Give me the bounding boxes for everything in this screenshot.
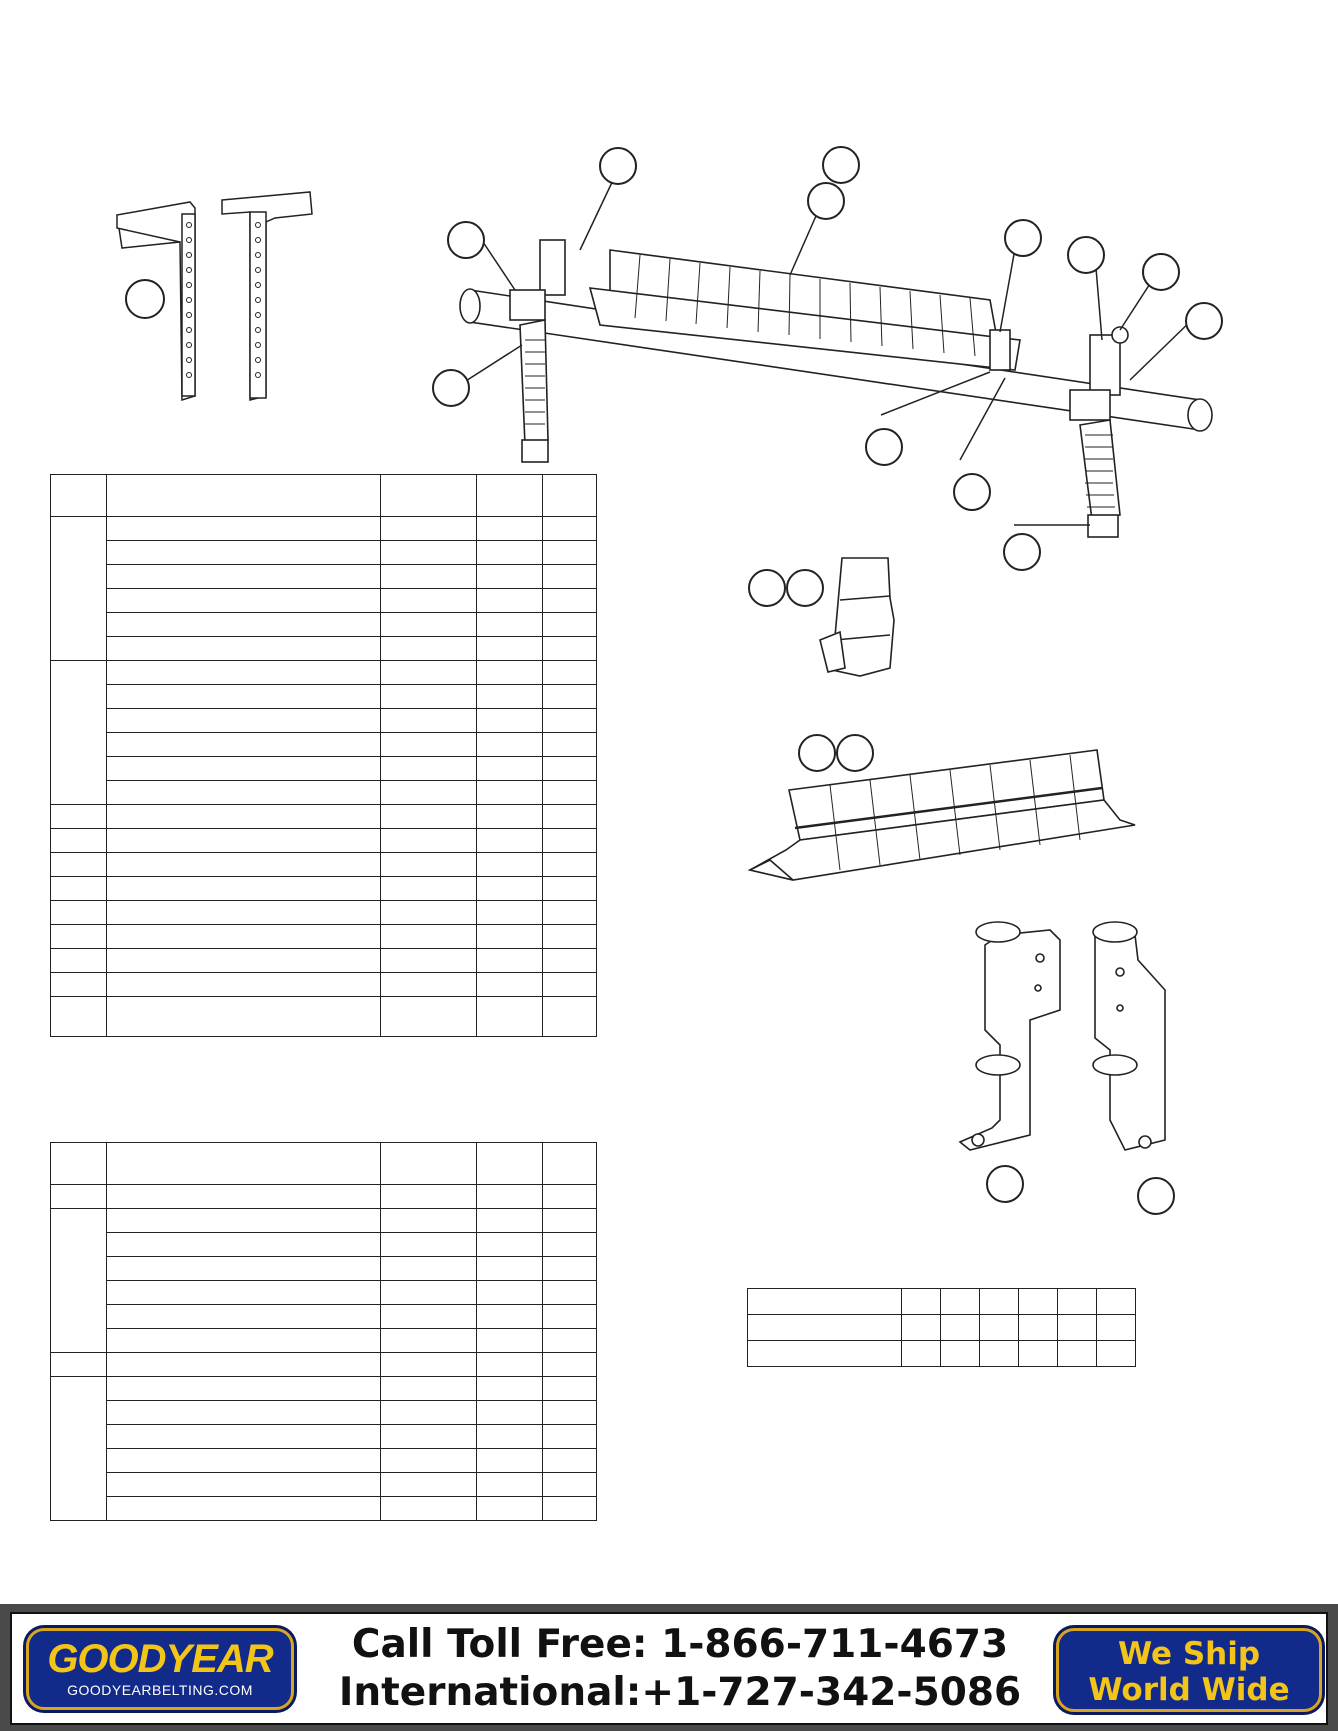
table-row — [747, 1314, 1136, 1341]
brand-name: GOODYEAR — [47, 1637, 273, 1681]
table-row — [747, 1340, 1136, 1367]
table-row — [50, 924, 597, 949]
table-row — [51, 756, 597, 781]
table-row — [50, 900, 597, 925]
table-row — [51, 780, 597, 805]
brand-url: GOODYEARBELTING.COM — [67, 1682, 253, 1698]
ship-line-1: We Ship — [1117, 1636, 1261, 1672]
callout-group-cartridge — [798, 734, 874, 772]
table-row — [51, 1280, 597, 1305]
table-row — [50, 852, 597, 877]
parts-table-1 — [50, 474, 597, 1037]
table-row — [51, 684, 597, 709]
table-row — [51, 636, 597, 661]
table-row — [51, 1232, 597, 1257]
table-row — [50, 948, 597, 973]
table-row — [51, 588, 597, 613]
international-phone[interactable]: International:+1-727-342-5086 — [338, 1670, 1022, 1715]
spec-table — [747, 1288, 1136, 1367]
table-row — [51, 1448, 597, 1473]
callout-group-assembly — [432, 146, 1223, 571]
table-row — [50, 516, 597, 661]
callout-group-tensioner — [986, 1165, 1175, 1215]
table-row — [51, 1304, 597, 1329]
table-row — [50, 1208, 597, 1353]
footer-banner: GOODYEAR GOODYEARBELTING.COM Call Toll F… — [0, 1604, 1338, 1731]
tensioner-brackets-illustration — [958, 921, 1166, 1151]
callout-group-blade — [748, 569, 824, 607]
table-row — [51, 564, 597, 589]
footer-inner: GOODYEAR GOODYEARBELTING.COM Call Toll F… — [10, 1612, 1328, 1725]
table-header-row — [50, 474, 597, 517]
table-row — [50, 876, 597, 901]
ship-world-wide-badge: We Ship World Wide — [1056, 1628, 1322, 1712]
blade-segment-illustration — [819, 557, 895, 677]
bracket-pair-illustration — [116, 191, 313, 402]
toll-free-phone[interactable]: Call Toll Free: 1-866-711-4673 — [351, 1622, 1009, 1667]
table-row — [50, 660, 597, 805]
blade-cartridge-illustration — [747, 749, 1136, 881]
table-row — [50, 972, 597, 997]
table-row — [51, 1256, 597, 1281]
ship-line-2: World Wide — [1088, 1672, 1290, 1708]
table-row — [50, 804, 597, 829]
table-row — [51, 1424, 597, 1449]
table-row — [51, 612, 597, 637]
table-row — [51, 1328, 597, 1353]
parts-table-2 — [50, 1142, 597, 1521]
table-row — [50, 1184, 597, 1209]
table-header-row — [50, 1142, 597, 1185]
table-row — [51, 1400, 597, 1425]
table-row — [747, 1288, 1136, 1315]
table-row — [50, 1376, 597, 1521]
callout-bracket-pair — [125, 279, 165, 319]
table-row — [50, 1352, 597, 1377]
table-row — [51, 732, 597, 757]
table-row — [50, 828, 597, 853]
table-row — [51, 1496, 597, 1521]
table-row — [51, 540, 597, 565]
table-row — [51, 708, 597, 733]
table-row — [50, 996, 597, 1037]
cleaner-assembly-illustration — [457, 175, 1213, 538]
table-row — [51, 1472, 597, 1497]
goodyear-logo[interactable]: GOODYEAR GOODYEARBELTING.COM — [26, 1628, 294, 1710]
